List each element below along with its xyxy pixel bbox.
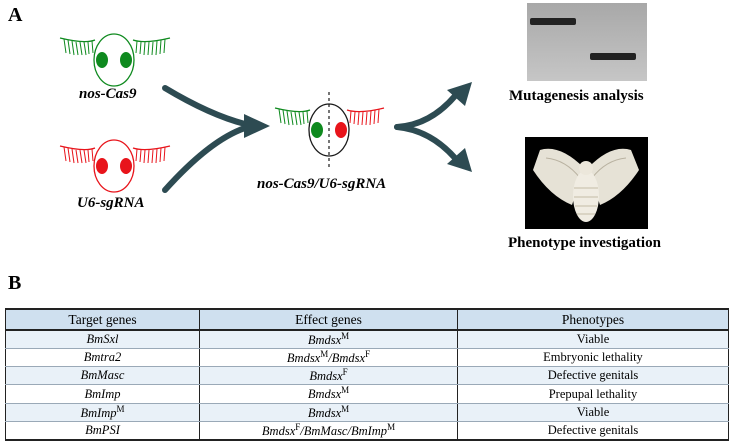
phenotype-cell: Embryonic lethality [457, 348, 729, 368]
effect-gene-cell: BmdsxM [199, 384, 458, 404]
panel-a-label: A [8, 4, 23, 26]
split-arrowhead-down [447, 148, 472, 172]
effect-gene-cell: BmdsxF [199, 366, 458, 386]
gene-table: Target genes Effect genes Phenotypes BmS… [5, 308, 729, 441]
target-gene-cell: Bmtra2 [5, 348, 200, 368]
hybrid-caption: nos-Cas9/U6-sgRNA [257, 176, 387, 192]
header-effect-genes: Effect genes [199, 308, 458, 331]
table-row: BmImpM BmdsxM Viable [5, 403, 729, 422]
table-header-row: Target genes Effect genes Phenotypes [5, 308, 729, 331]
nos-cas9-fly-icon [59, 33, 171, 87]
table-row: BmPSI BmdsxF/BmMasc/BmImpM Defective gen… [5, 421, 729, 441]
gel-image [527, 3, 647, 81]
phenotype-caption: Phenotype investigation [508, 235, 661, 251]
table-row: BmSxl BmdsxM Viable [5, 330, 729, 350]
target-gene-cell: BmPSI [5, 421, 200, 441]
table-row: BmMasc BmdsxF Defective genitals [5, 366, 729, 386]
phenotype-cell: Viable [457, 403, 729, 422]
table-row: BmImp BmdsxM Prepupal lethality [5, 384, 729, 404]
moth-photo [525, 137, 648, 229]
phenotype-cell: Viable [457, 330, 729, 350]
target-gene-cell: BmSxl [5, 330, 200, 350]
split-arrowhead-up [447, 82, 472, 106]
effect-gene-cell: BmdsxF/BmMasc/BmImpM [199, 421, 458, 441]
effect-gene-cell: BmdsxM [199, 330, 458, 350]
u6-sgrna-fly-icon [59, 139, 171, 193]
split-arrows [394, 93, 458, 161]
table-row: Bmtra2 BmdsxM/BmdsxF Embryonic lethality [5, 348, 729, 368]
mutagenesis-caption: Mutagenesis analysis [509, 88, 644, 104]
phenotype-cell: Defective genitals [457, 366, 729, 386]
target-gene-cell: BmImpM [5, 403, 200, 422]
merge-arrowhead [244, 114, 270, 138]
header-phenotypes: Phenotypes [457, 308, 729, 331]
merge-arrows [162, 85, 248, 193]
effect-gene-cell: BmdsxM/BmdsxF [199, 348, 458, 368]
panel-b-label: B [8, 272, 22, 294]
effect-gene-cell: BmdsxM [199, 403, 458, 422]
hybrid-fly-icon [274, 92, 385, 168]
u6-sgrna-caption: U6-sgRNA [77, 195, 145, 211]
panel-a-diagram [59, 3, 648, 229]
phenotype-cell: Prepupal lethality [457, 384, 729, 404]
target-gene-cell: BmImp [5, 384, 200, 404]
nos-cas9-caption: nos-Cas9 [79, 86, 137, 102]
header-target-genes: Target genes [5, 308, 200, 331]
target-gene-cell: BmMasc [5, 366, 200, 386]
phenotype-cell: Defective genitals [457, 421, 729, 441]
